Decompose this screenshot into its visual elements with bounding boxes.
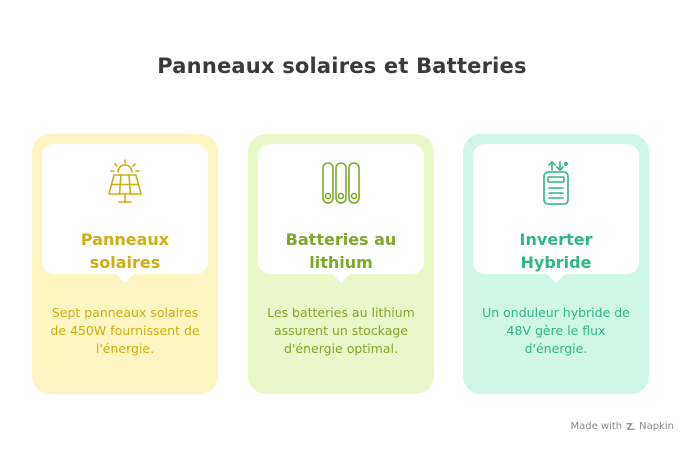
card-heading: Panneaux solaires [80,230,170,272]
card-lithium-batteries: Batteries au lithium Les batteries au li… [248,134,434,394]
made-with-label: Made with [570,421,623,432]
inverter-icon [543,161,569,205]
napkin-logo-icon [626,423,635,430]
diagram-title: Panneaux solaires et Batteries [157,54,527,78]
card-hybrid-inverter: Inverter Hybride Un onduleur hybride de … [463,134,649,394]
card-description: Sept panneaux solaires de 450W fournisse… [50,305,200,356]
card-heading: Batteries au lithium [285,230,397,272]
card-description: Les batteries au lithium assurent un sto… [267,305,415,356]
card-solar-panels: Panneaux solaires Sept panneaux solaires… [32,134,218,394]
card-heading: Inverter Hybride [519,230,593,272]
card-pointer [546,273,566,283]
card-pointer [331,273,351,283]
card-header-box: Inverter Hybride [473,144,639,283]
card-pointer [115,273,135,283]
card-header-box: Batteries au lithium [258,144,424,283]
card-description: Un onduleur hybride de 48V gère le flux … [482,305,630,356]
made-with-napkin[interactable]: Made with Napkin [570,421,674,432]
card-header-box: Panneaux solaires [42,144,208,283]
battery-cells-icon [322,162,360,204]
napkin-brand: Napkin [639,421,674,432]
solar-panel-icon [108,159,142,203]
